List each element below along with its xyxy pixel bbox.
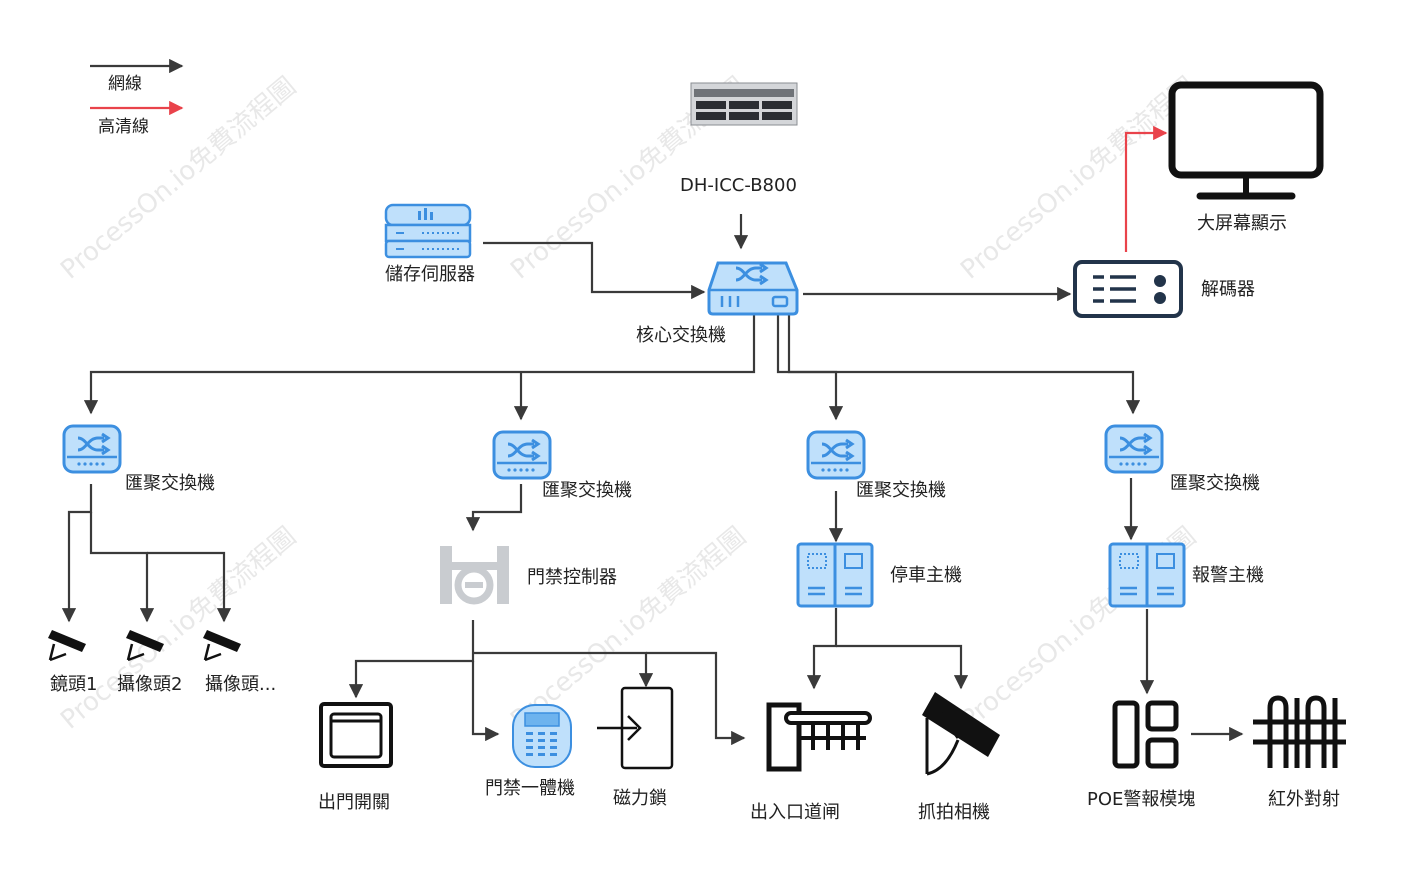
barrier-gate-icon — [766, 702, 872, 772]
poe-module-label: POE警報模塊 — [1087, 789, 1195, 810]
camera-1-node[interactable]: 鏡頭1 — [46, 628, 97, 695]
platform-node[interactable]: DH-ICC-B800 — [680, 82, 798, 196]
rack-server-icon — [690, 82, 798, 126]
agg-switch-4-label: 匯聚交換機 — [1170, 473, 1260, 494]
link-parking-gate — [806, 608, 838, 690]
link-agg1-cam2 — [89, 512, 155, 623]
module-icon — [1112, 700, 1179, 769]
cabinet-icon — [796, 542, 874, 608]
cabinet-icon — [1108, 542, 1186, 608]
link-agg1-cam3 — [147, 551, 232, 623]
gate-node[interactable]: 出入口道闸 — [750, 702, 872, 823]
link-ctrl-terminal — [471, 661, 500, 742]
monitor-icon — [1168, 81, 1324, 200]
camera-icon — [46, 628, 88, 662]
core-switch-node[interactable]: 核心交換機 — [636, 261, 799, 346]
access-controller-label: 門禁控制器 — [527, 567, 617, 588]
camera-1-label: 鏡頭1 — [50, 674, 97, 695]
switch-icon — [62, 424, 122, 474]
switch-icon — [1104, 424, 1164, 474]
access-terminal-label: 門禁一體機 — [485, 778, 575, 799]
storage-label: 儲存伺服器 — [385, 264, 475, 285]
exit-switch-icon — [319, 702, 393, 768]
core-switch-label: 核心交換機 — [636, 325, 726, 346]
link-parking-capture — [836, 644, 969, 690]
link-ctrl-gate — [646, 651, 746, 746]
storage-server-icon — [384, 203, 472, 259]
legend-hd-label: 高清線 — [98, 117, 149, 137]
link-agg1-cam1 — [61, 484, 93, 623]
gate-label: 出入口道闸 — [750, 802, 840, 823]
watermark-layer: ProcessOn.io免費流程圖 ProcessOn.io免費流程圖 Proc… — [55, 71, 1202, 735]
link-core-agg3 — [776, 314, 844, 421]
watermark: ProcessOn.io免費流程圖 — [55, 71, 302, 285]
alarm-host-label: 報警主機 — [1192, 565, 1264, 586]
switch-icon — [806, 430, 866, 480]
exit-button-node[interactable]: 出門開關 — [318, 702, 393, 813]
link-storage-core — [483, 241, 706, 300]
camera-3-node[interactable]: 攝像頭... — [201, 628, 276, 695]
link-core-agg4 — [787, 314, 1141, 415]
link-core-agg1 — [83, 314, 756, 415]
infrared-label: 紅外對射 — [1268, 789, 1340, 810]
controller-icon — [440, 546, 509, 605]
alarm-host-node[interactable]: 報警主機 — [1108, 542, 1264, 608]
decoder-node[interactable]: 解碼器 — [1073, 260, 1255, 318]
agg-switch-3-label: 匯聚交換機 — [856, 480, 946, 501]
camera-icon — [201, 628, 243, 662]
capture-camera-node[interactable]: 抓拍相機 — [918, 692, 1000, 823]
link-decoder-screen — [1124, 125, 1168, 252]
infrared-node[interactable]: 紅外對射 — [1253, 695, 1346, 810]
camera-3-label: 攝像頭... — [205, 674, 276, 695]
agg-switch-1-label: 匯聚交換機 — [125, 473, 215, 494]
camera-2-node[interactable]: 攝像頭2 — [117, 628, 182, 695]
parking-host-label: 停車主機 — [890, 565, 962, 586]
decoder-icon — [1073, 260, 1183, 318]
agg-switch-2-label: 匯聚交換機 — [542, 480, 632, 501]
camera-2-label: 攝像頭2 — [117, 674, 182, 695]
decoder-label: 解碼器 — [1201, 279, 1255, 300]
capture-camera-label: 抓拍相機 — [918, 802, 990, 823]
agg-switch-2-node[interactable]: 匯聚交換機 — [492, 430, 632, 501]
access-controller-node[interactable]: 門禁控制器 — [440, 546, 617, 605]
legend: 網線 高清線 — [90, 58, 184, 137]
mag-lock-node[interactable]: 磁力鎖 — [597, 686, 674, 809]
access-terminal-node[interactable]: 門禁一體機 — [485, 704, 575, 799]
core-switch-icon — [707, 261, 799, 316]
switch-icon — [492, 430, 552, 480]
big-screen-node[interactable]: 大屏幕顯示 — [1168, 81, 1324, 234]
watermark: ProcessOn.io免費流程圖 — [955, 71, 1202, 285]
agg-switch-3-node[interactable]: 匯聚交換機 — [806, 430, 946, 501]
big-screen-label: 大屏幕顯示 — [1197, 213, 1287, 234]
poe-module-node[interactable]: POE警報模塊 — [1087, 700, 1195, 810]
door-lock-icon — [597, 686, 674, 770]
link-ctrl-exit — [348, 620, 475, 699]
legend-network-label: 網線 — [108, 74, 142, 94]
agg-switch-4-node[interactable]: 匯聚交換機 — [1104, 424, 1260, 494]
keypad-icon — [512, 704, 572, 768]
link-agg2-controller — [465, 484, 523, 532]
parking-host-node[interactable]: 停車主機 — [796, 542, 962, 608]
connections — [61, 125, 1244, 746]
storage-node[interactable]: 儲存伺服器 — [384, 203, 475, 285]
infrared-beam-icon — [1253, 695, 1346, 768]
capture-camera-icon — [922, 692, 1000, 776]
agg-switch-1-node[interactable]: 匯聚交換機 — [62, 424, 215, 494]
mag-lock-label: 磁力鎖 — [613, 788, 667, 809]
platform-label: DH-ICC-B800 — [680, 175, 797, 196]
exit-button-label: 出門開關 — [318, 792, 390, 813]
